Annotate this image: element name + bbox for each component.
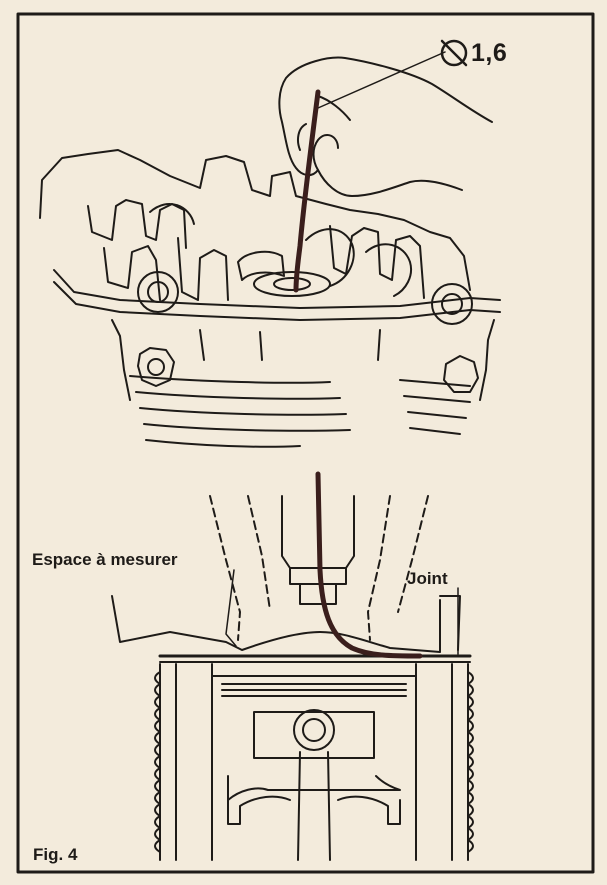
hand-finger bbox=[312, 133, 339, 171]
head-bolt bbox=[431, 283, 473, 325]
connecting-rod bbox=[297, 751, 301, 861]
piston-skirt bbox=[227, 775, 401, 801]
hand-crease bbox=[317, 95, 351, 121]
rocker-tower bbox=[329, 225, 425, 299]
cylinder-head bbox=[39, 51, 501, 448]
figure-caption: Fig. 4 bbox=[33, 845, 78, 864]
gap-to-measure-label: Espace à mesurer bbox=[32, 550, 178, 569]
intake-valve bbox=[247, 495, 271, 611]
head-nut bbox=[443, 355, 479, 393]
cooling-fin bbox=[399, 379, 471, 387]
plug-boss bbox=[237, 250, 285, 281]
cooling-fin bbox=[129, 375, 331, 384]
barrel-rib bbox=[377, 329, 381, 361]
diameter-icon bbox=[440, 39, 468, 67]
rocker-tower bbox=[177, 237, 229, 301]
connecting-rod bbox=[327, 751, 331, 861]
gasket-label: Joint bbox=[407, 569, 448, 588]
spark-plug bbox=[281, 495, 355, 585]
piston-skirt-right bbox=[337, 795, 401, 825]
intake-valve bbox=[209, 495, 241, 641]
piston-pin-boss bbox=[253, 711, 375, 759]
head-bolt-hole bbox=[147, 281, 169, 303]
left-cooling-fins bbox=[154, 671, 161, 853]
cooling-fin bbox=[403, 395, 471, 403]
cooling-fin bbox=[409, 427, 461, 435]
page-frame bbox=[16, 12, 595, 874]
cam-lobe bbox=[365, 243, 412, 297]
valve-pocket-inner bbox=[273, 277, 311, 291]
barrel-rib bbox=[259, 331, 263, 361]
hand bbox=[278, 56, 493, 197]
head-nut-center bbox=[147, 358, 165, 376]
head-outline bbox=[39, 149, 471, 291]
exhaust-valve bbox=[367, 495, 391, 641]
leader-line bbox=[317, 51, 446, 109]
cooling-fin bbox=[139, 407, 347, 416]
cooling-fin bbox=[143, 423, 351, 432]
solder-wire bbox=[293, 89, 321, 293]
spark-plug-tip bbox=[299, 583, 337, 605]
cooling-fin bbox=[145, 439, 301, 448]
wire-diameter-label: 1,6 bbox=[471, 39, 508, 67]
barrel-right bbox=[479, 319, 495, 401]
rocker-tower bbox=[87, 199, 187, 249]
head-mating-face bbox=[53, 269, 501, 309]
cooling-fin bbox=[135, 391, 341, 400]
head-nut bbox=[137, 347, 175, 387]
barrel-rib bbox=[199, 329, 205, 361]
rocker-tower bbox=[103, 245, 161, 301]
cam-lobe bbox=[305, 228, 355, 287]
piston-pin-hole bbox=[302, 718, 326, 742]
valve-pocket bbox=[253, 271, 331, 297]
solder-wire-section bbox=[315, 471, 423, 659]
cooling-fin bbox=[407, 411, 467, 419]
barrel-left bbox=[111, 319, 131, 401]
piston-pin bbox=[293, 709, 335, 751]
cam-lobe bbox=[149, 203, 195, 225]
head-bolt bbox=[137, 271, 179, 313]
exhaust-valve bbox=[397, 495, 429, 613]
head-wall-right bbox=[439, 595, 461, 651]
gap-leader-line bbox=[225, 569, 237, 647]
piston-skirt-left bbox=[227, 795, 291, 825]
hand-finger bbox=[297, 123, 307, 151]
piston-crown bbox=[211, 663, 417, 677]
section-view bbox=[111, 471, 474, 861]
combustion-chamber bbox=[111, 595, 441, 653]
right-cooling-fins bbox=[467, 671, 474, 853]
head-bolt-hole bbox=[441, 293, 463, 315]
